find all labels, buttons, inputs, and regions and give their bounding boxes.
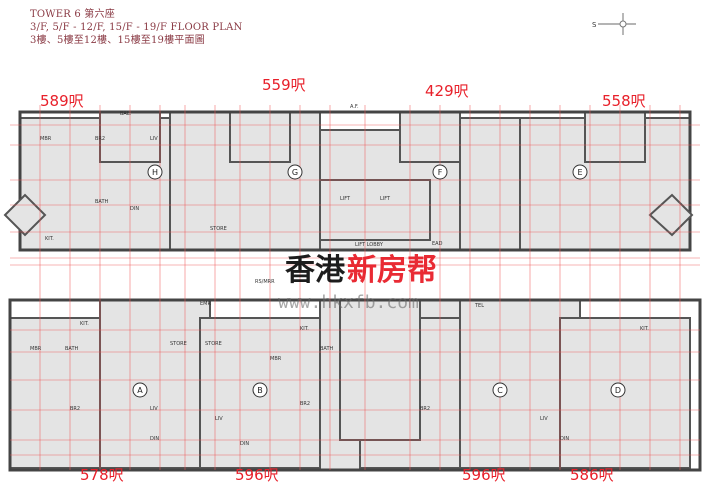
dimension-lines (10, 105, 700, 470)
room-label: DIN (560, 436, 569, 442)
room-label: BR2 (420, 406, 430, 412)
unit-area-label: 589呎 (40, 92, 84, 110)
room-label: LIV (215, 416, 223, 422)
room-label: LIFT (340, 196, 351, 202)
unit-letter: H (152, 168, 158, 177)
plan-header: TOWER 6 第六座 3/F, 5/F - 12/F, 15/F - 19/F… (30, 8, 243, 47)
unit-marker-f: F (432, 164, 448, 180)
unit-marker-g: G (287, 164, 303, 180)
room-label: LIV (540, 416, 548, 422)
room-label: KIT. (80, 321, 89, 327)
room-label: BR2 (300, 401, 310, 407)
building-outline (3, 110, 702, 472)
room-block (339, 299, 421, 441)
room-label: KIT. (45, 236, 54, 242)
unit-area-label: 596呎 (235, 466, 279, 484)
unit-area-label: 429呎 (425, 82, 469, 100)
room-label: EMR (200, 301, 211, 307)
watermark: 香港 新房帮 www.hkxfb.com (278, 253, 437, 313)
room-label: TEL (474, 303, 484, 309)
floor-plan-title-en: 3/F, 5/F - 12/F, 15/F - 19/F FLOOR PLAN (30, 22, 243, 33)
unit-marker-h: H (147, 164, 163, 180)
unit-marker-d: D (610, 382, 626, 398)
room-label: BAL. (120, 111, 132, 117)
room-label: BR2 (70, 406, 80, 412)
unit-letter: E (577, 168, 582, 177)
room-block (319, 179, 431, 241)
room-label: MBR (270, 356, 282, 362)
room-label: DIN (130, 206, 139, 212)
unit-letter: F (438, 168, 443, 177)
tower-title: TOWER 6 第六座 (30, 9, 115, 20)
room-label: BATH (95, 199, 109, 205)
room-block (229, 111, 291, 163)
room-label: LIV (150, 406, 158, 412)
unit-area-label: 586呎 (570, 466, 614, 484)
room-label: DIN (150, 436, 159, 442)
watermark-url: www.hkxfb.com (278, 292, 419, 313)
lower-wing-wall (8, 298, 702, 472)
room-label: BATH (65, 346, 79, 352)
room-block (99, 299, 211, 469)
room-block (399, 111, 461, 163)
room-label: LIFT LOBBY (355, 242, 384, 248)
room-label: EAD (432, 241, 443, 247)
room-label: MBR (40, 136, 52, 142)
unit-area-label: 558呎 (602, 92, 646, 110)
unit-marker-c: C (492, 382, 508, 398)
unit-letter: A (137, 386, 143, 395)
room-label: BATH (320, 346, 334, 352)
unit-letter: B (257, 386, 263, 395)
unit-marker-e: E (572, 164, 588, 180)
room-label: A.F. (350, 104, 359, 110)
unit-area-label: 559呎 (262, 76, 306, 94)
room-label: STORE (205, 341, 222, 347)
unit-letter: G (292, 168, 298, 177)
unit-letter: C (497, 386, 503, 395)
room-block (559, 317, 691, 469)
unit-area-label: 596呎 (462, 466, 506, 484)
room-label: LIFT (380, 196, 391, 202)
unit-letter: D (615, 386, 621, 395)
room-label: KIT. (640, 326, 649, 332)
room-label: RS/MRR (255, 279, 275, 285)
unit-marker-a: A (132, 382, 148, 398)
watermark-black: 香港 (285, 253, 346, 288)
unit-area-label: 578呎 (80, 466, 124, 484)
unit-marker-b: B (252, 382, 268, 398)
room-block (584, 111, 646, 163)
compass-star-icon: S (592, 13, 636, 35)
compass-label: S (592, 21, 597, 29)
room-label: BR2 (95, 136, 105, 142)
room-label: MBR (30, 346, 42, 352)
floor-plan-title-zh: 3樓、5樓至12樓、15樓至19樓平面圖 (30, 35, 205, 46)
watermark-red: 新房帮 (347, 253, 437, 288)
upper-wing-wall (18, 110, 692, 252)
room-label: DIN (240, 441, 249, 447)
area-labels: 589呎 559呎 429呎 558呎 578呎 596呎 596呎 586呎 (40, 76, 646, 484)
room-label: STORE (210, 226, 227, 232)
unit-markers: H G F E A B C D (132, 164, 626, 398)
room-label: LIV (150, 136, 158, 142)
room-label: STORE (170, 341, 187, 347)
room-label: KIT. (300, 326, 309, 332)
